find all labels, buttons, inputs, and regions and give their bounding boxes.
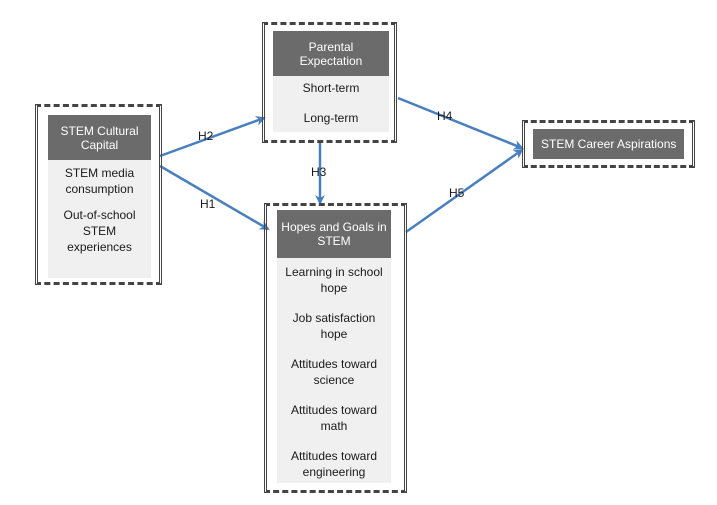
node-hopes-goals-title: Hopes and Goals in STEM — [277, 210, 391, 258]
node-career-aspirations: STEM Career Aspirations — [522, 120, 695, 168]
node-hopes-goals: Hopes and Goals in STEM Learning in scho… — [264, 203, 407, 493]
node-hopes-goals-item: Learning in school hope — [285, 265, 383, 295]
node-hopes-goals-item: Attitudes toward engineering — [290, 449, 378, 479]
arrow-h1 — [159, 164, 270, 231]
arrow-h4 — [397, 96, 524, 150]
arrow-h2 — [159, 116, 266, 158]
hypothesis-label-h5: H5 — [449, 186, 465, 200]
hypothesis-label-h2: H2 — [198, 129, 214, 143]
hypothesis-label-h1: H1 — [200, 197, 216, 211]
node-hopes-goals-item: Attitudes toward science — [290, 357, 378, 387]
hypothesis-label-h4: H4 — [437, 109, 453, 123]
node-parental-expectation-title: Parental Expectation — [273, 31, 389, 76]
node-cultural-capital-item: Out-of-school STEM experiences — [63, 208, 136, 254]
node-cultural-capital-item: STEM media consumption — [64, 166, 135, 196]
node-parental-expectation-item: Short-term — [302, 81, 360, 95]
hypothesis-label-h3: H3 — [311, 165, 327, 179]
node-parental-expectation-item: Long-term — [303, 111, 359, 125]
node-cultural-capital-title: STEM Cultural Capital — [48, 115, 151, 160]
node-hopes-goals-item: Attitudes toward math — [290, 403, 378, 433]
node-career-aspirations-title: STEM Career Aspirations — [533, 129, 684, 159]
node-parental-expectation: Parental Expectation Short-term Long-ter… — [262, 22, 397, 143]
node-hopes-goals-item: Job satisfaction hope — [292, 311, 376, 341]
arrow-h5 — [405, 148, 524, 234]
node-cultural-capital: STEM Cultural Capital STEM media consump… — [35, 104, 162, 285]
